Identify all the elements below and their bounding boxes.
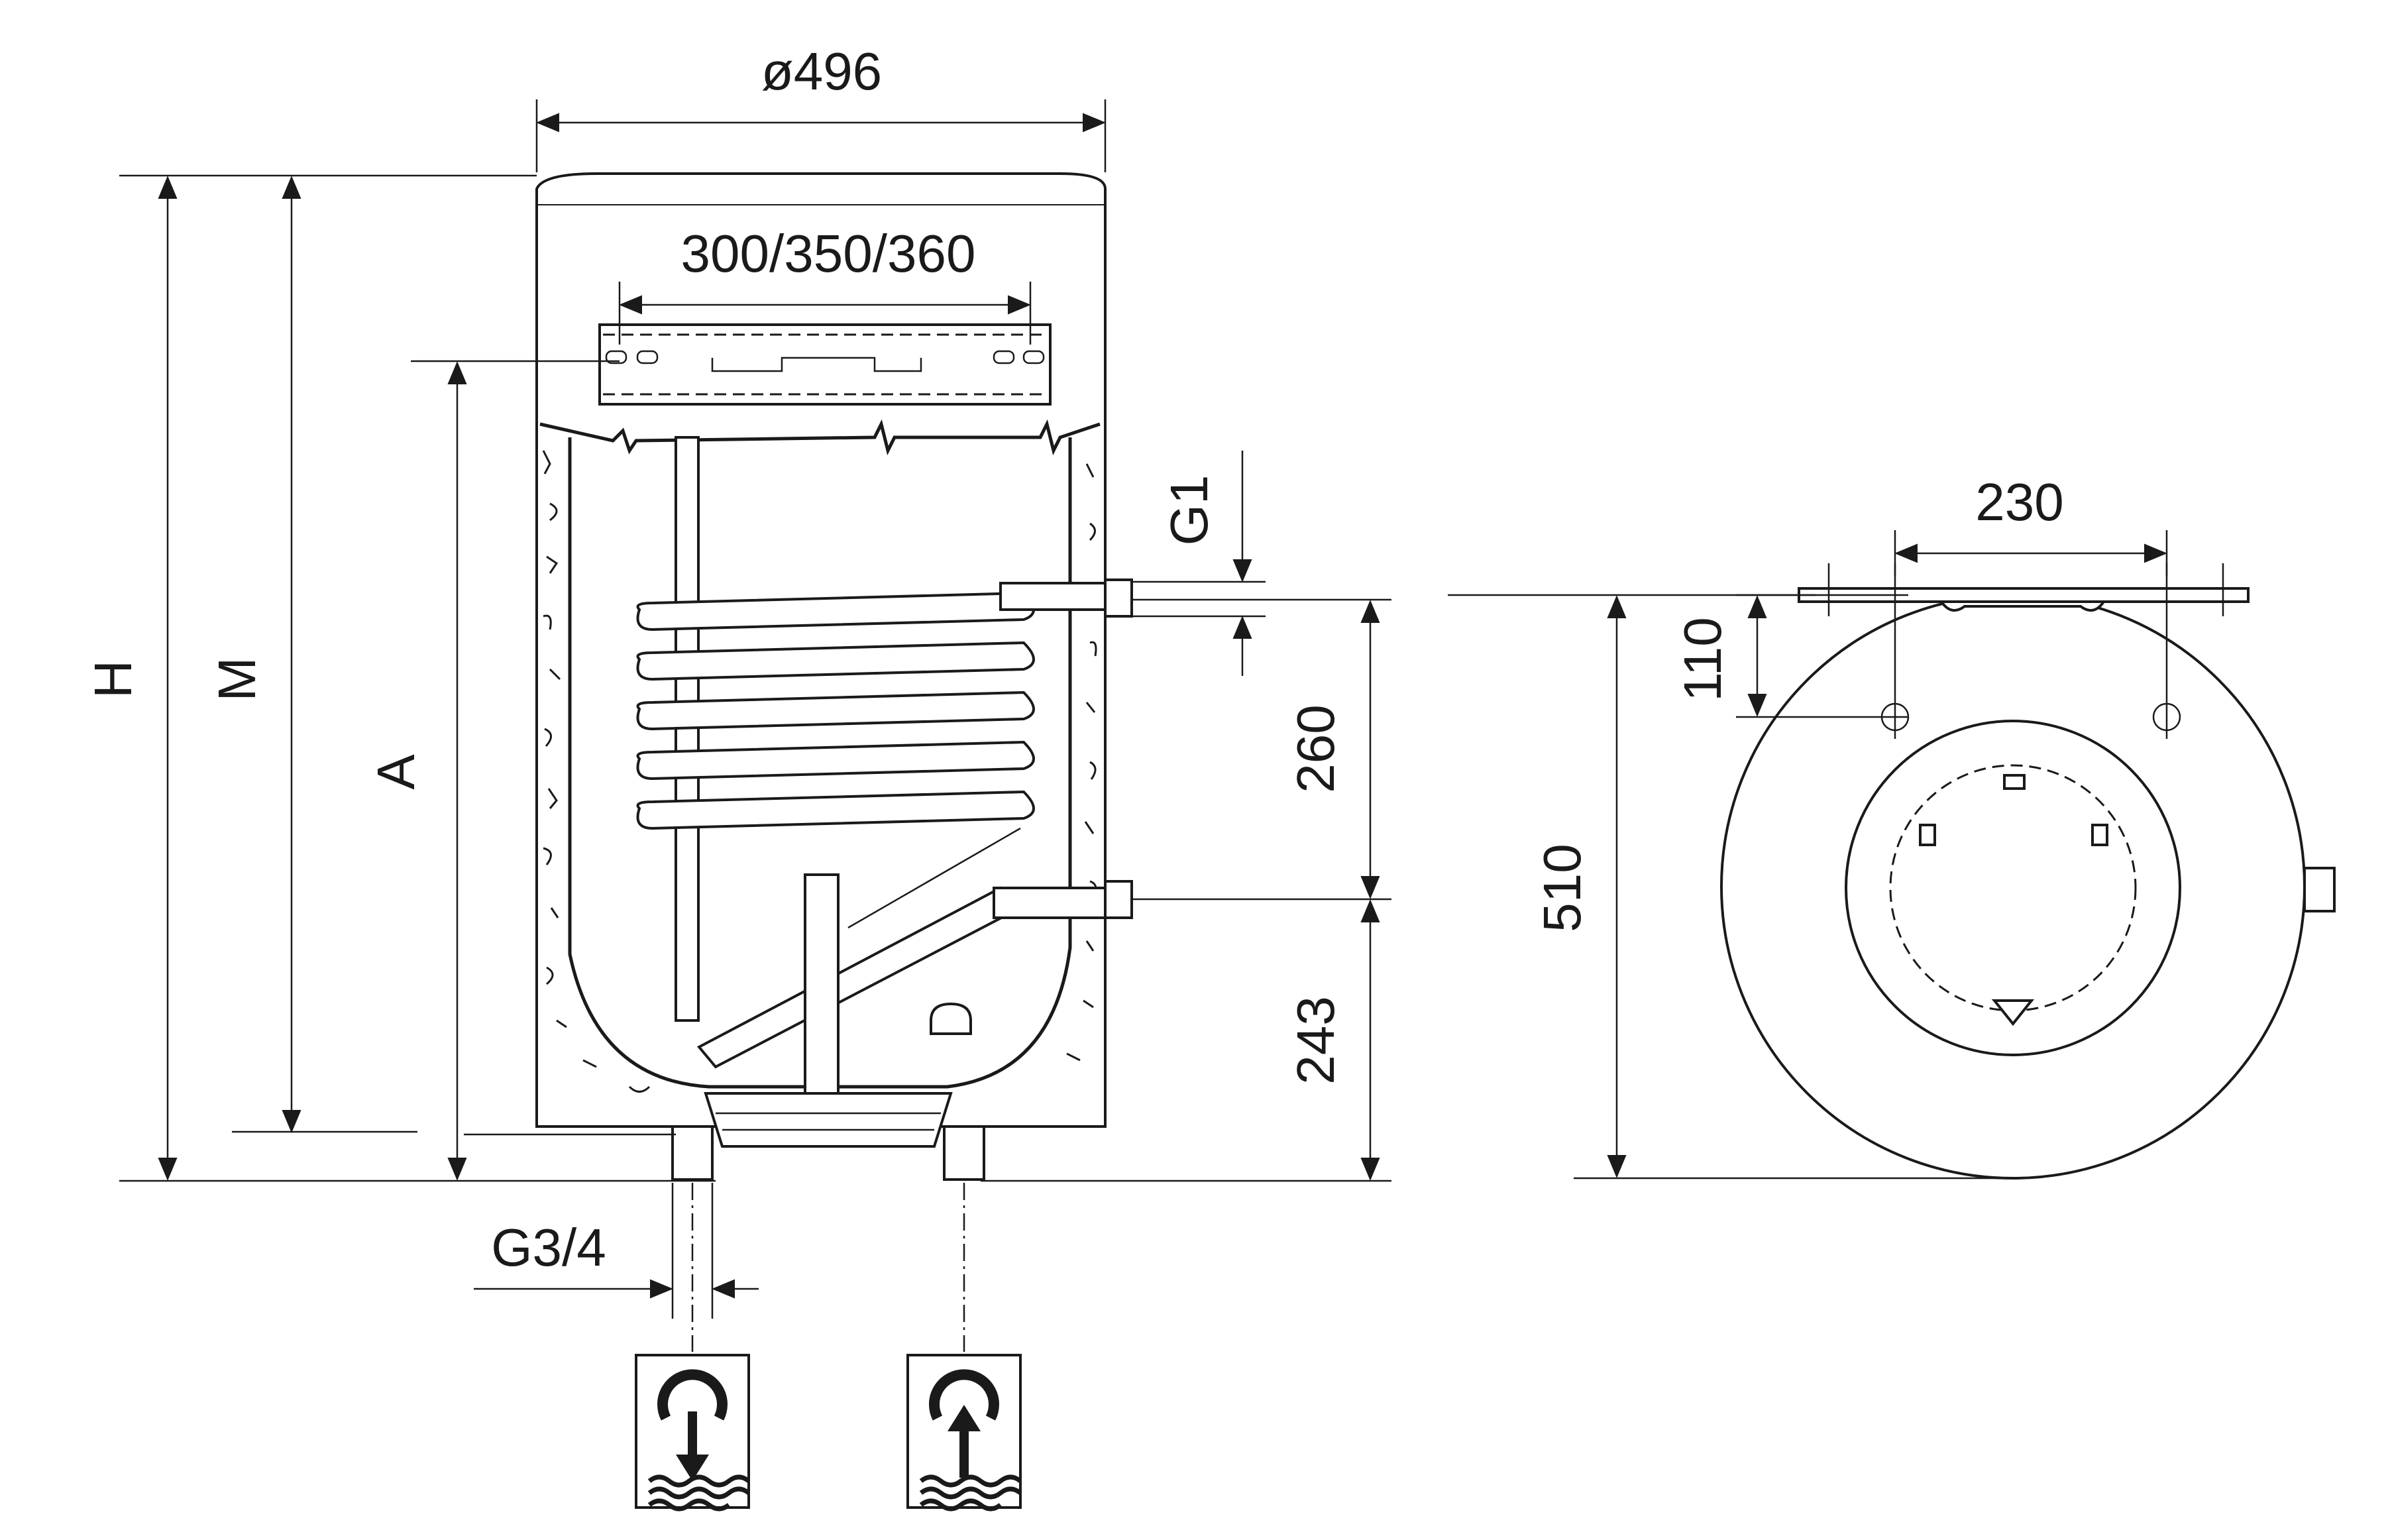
- wall-bracket: [598, 323, 1052, 406]
- bottom-flange: [704, 1092, 953, 1148]
- bracket-height-label: A: [366, 754, 425, 790]
- diameter-label: ø496: [761, 42, 882, 101]
- coil-thread-label: G1: [1160, 475, 1219, 546]
- top-dimensions: 230 110 510: [1448, 472, 2168, 1180]
- coil-bottom-height-label: 243: [1286, 996, 1345, 1084]
- hot-water-outlet-icon: [635, 1354, 751, 1512]
- heating-element-rod: [804, 873, 840, 1095]
- top-view: [1720, 563, 2336, 1180]
- wall-offset-label: 110: [1673, 617, 1732, 702]
- top-view-flange-circle: [1845, 720, 2181, 1056]
- bracket-spacing-label: 300/350/360: [681, 224, 976, 283]
- front-dimensions: ø496 300/350/360 H M A G1 260: [83, 42, 1391, 1352]
- top-bracket-spacing-label: 230: [1975, 472, 2063, 531]
- cold-water-pipe: [671, 1125, 714, 1181]
- front-view: [535, 172, 1133, 1181]
- cold-water-inlet-icon: [906, 1354, 1022, 1512]
- coil-outlet-stub: [1104, 880, 1133, 919]
- mount-height-label: M: [207, 657, 266, 702]
- depth-label: 510: [1533, 844, 1592, 932]
- coil-inlet-stub: [1104, 578, 1133, 618]
- heat-exchanger-coil: [636, 582, 1114, 1069]
- coil-distance-label: 260: [1286, 704, 1345, 793]
- anode-cap: [930, 1002, 972, 1035]
- insulation-left: [542, 450, 651, 1093]
- total-height-label: H: [83, 660, 142, 698]
- hot-water-pipe: [943, 1125, 985, 1181]
- water-thread-label: G3/4: [491, 1218, 606, 1277]
